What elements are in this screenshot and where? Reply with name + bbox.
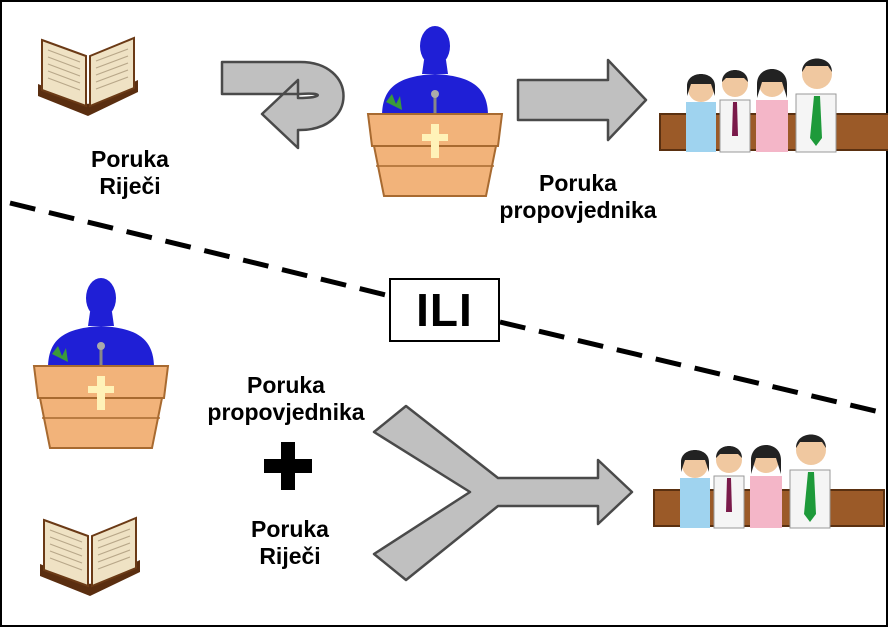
- merge-arrow: [372, 404, 634, 582]
- top-bible-label: Poruka Riječi: [91, 146, 169, 199]
- bottom-bible-label: Poruka Riječi: [251, 516, 329, 569]
- dashed-divider-left: [9, 200, 391, 299]
- plus-icon: [264, 442, 312, 490]
- dashed-divider-right: [499, 319, 885, 416]
- right-arrow: [516, 58, 648, 142]
- ili-box: ILI: [389, 278, 500, 342]
- bottom-preacher-label: Poruka propovjednika: [207, 372, 365, 425]
- ili-label: ILI: [416, 284, 473, 336]
- curved-arrow: [220, 60, 345, 150]
- top-preacher-label: Poruka propovjednika: [499, 170, 657, 223]
